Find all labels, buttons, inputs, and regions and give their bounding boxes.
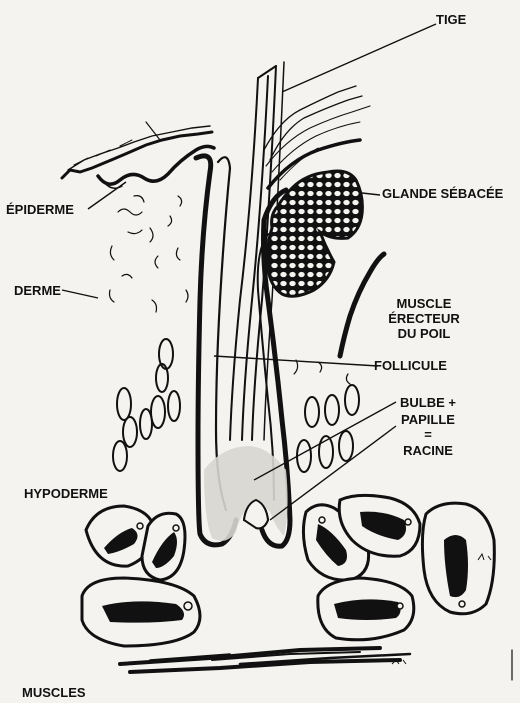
fat-cells-right	[297, 385, 359, 472]
label-bulbe-papille-racine: BULBE + PAPILLE = RACINE	[392, 394, 464, 459]
fat-cells-left	[113, 339, 180, 471]
label-muscle-erecteur-line1: MUSCLE	[382, 296, 466, 311]
label-hypoderme: HYPODERME	[24, 486, 108, 501]
label-muscles: MUSCLES	[22, 685, 86, 700]
arrector-pili-muscle	[340, 254, 384, 356]
label-derme: DERME	[14, 283, 61, 298]
label-glande-sebacee: GLANDE SÉBACÉE	[382, 186, 503, 201]
label-muscle-erecteur-line3: DU POIL	[382, 326, 466, 341]
leader-lines	[62, 24, 436, 520]
label-muscle-erecteur: MUSCLE ÉRECTEUR DU POIL	[382, 296, 466, 341]
label-equals: =	[392, 428, 464, 442]
label-tige: TIGE	[436, 12, 466, 27]
label-muscle-erecteur-line2: ÉRECTEUR	[382, 311, 466, 326]
muscle-fibers	[120, 648, 512, 680]
label-papille: PAPILLE	[392, 411, 464, 428]
label-epiderme: ÉPIDERME	[6, 202, 74, 217]
label-follicule: FOLLICULE	[374, 358, 447, 373]
bulb-shading	[204, 446, 288, 541]
label-bulbe: BULBE +	[392, 394, 464, 411]
label-racine: RACINE	[392, 442, 464, 459]
